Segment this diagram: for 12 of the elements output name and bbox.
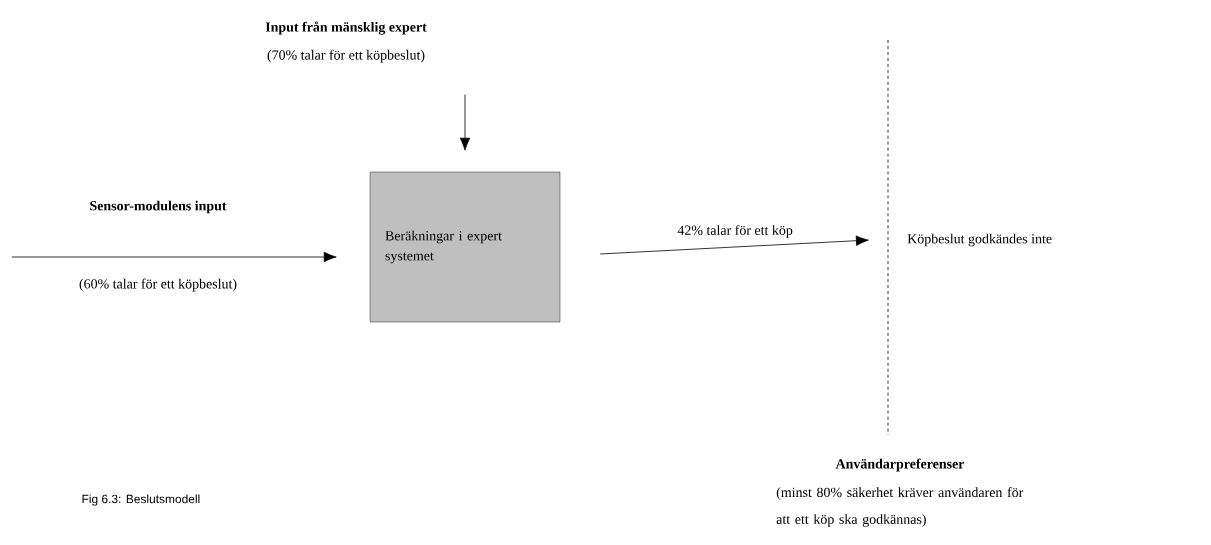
- edge-label: 42% talar för ett köp: [676, 224, 794, 239]
- arrow: [459, 94, 471, 151]
- process-box: Beräkningar i expert systemet: [369, 171, 561, 323]
- input-text: Input från mänsklig expert (70% talar för ett köpbeslut): [265, 21, 427, 63]
- result-text: Köpbeslut godkändes inte: [907, 233, 1052, 247]
- annotation-text: Användarpreferenser: [835, 458, 965, 472]
- annotation-text: Sensor-modulens input: [90, 200, 227, 214]
- arrow: [599, 235, 869, 255]
- caption: Fig 6.3: Beslutsmodell: [82, 494, 200, 506]
- arrow: [11, 251, 337, 263]
- annotation-text: (minst 80% säkerhet kräver användaren för att ett köp ska godkännas): [776, 487, 1024, 527]
- annotation-text: (60% talar för ett köpbeslut): [79, 278, 237, 292]
